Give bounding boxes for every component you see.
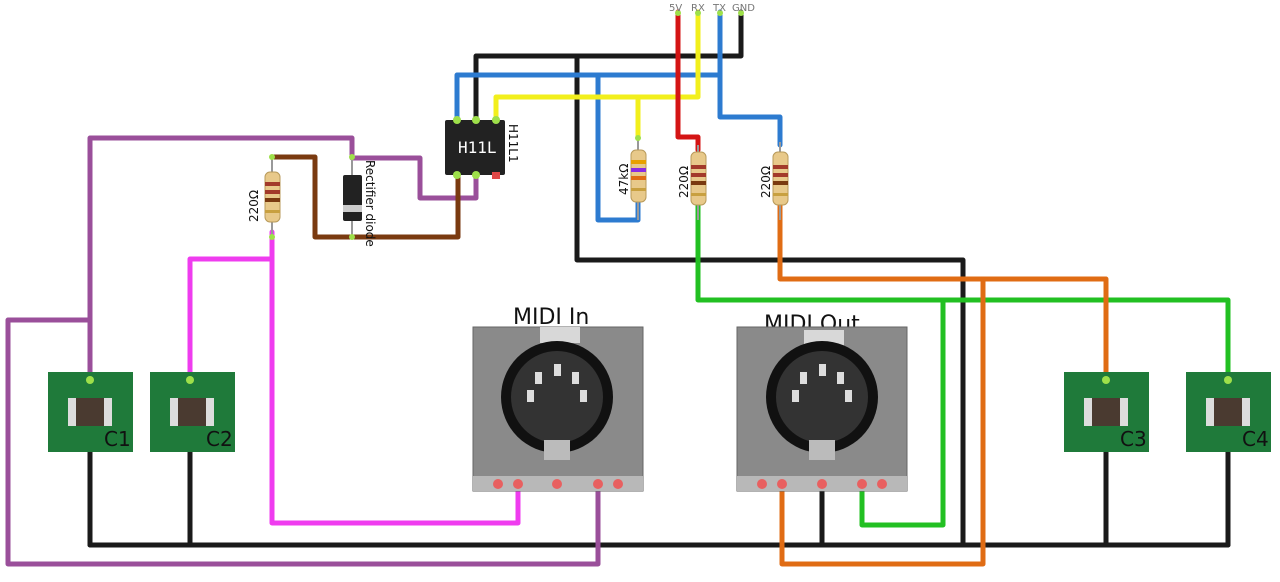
wire-blue-ic xyxy=(454,72,723,123)
resistor-r1: 220Ω xyxy=(247,154,281,240)
wire-purple-left xyxy=(87,135,479,383)
wire-brown xyxy=(269,154,461,240)
midi-out-connector: MIDI Out xyxy=(736,312,908,492)
header-pin-gnd: GND xyxy=(732,3,755,14)
header-pins: 5V RX TX GND xyxy=(669,3,755,16)
wire-orange-out xyxy=(779,276,986,567)
resistor-r4-label: 220Ω xyxy=(759,166,773,198)
capacitor-c2-label: C2 xyxy=(206,427,233,451)
wire-purple-outer xyxy=(5,317,601,567)
wire-green-out xyxy=(859,297,946,528)
wire-orange xyxy=(777,202,1109,383)
midi-in-label: MIDI In xyxy=(513,305,589,330)
wire-magenta-2 xyxy=(269,229,521,526)
capacitor-c2: C2 xyxy=(150,372,235,452)
wire-gnd-ic xyxy=(473,53,580,123)
capacitor-c1-label: C1 xyxy=(104,427,131,451)
rectifier-diode: Rectifier diode xyxy=(343,154,377,247)
resistor-r4: 220Ω xyxy=(759,142,789,220)
capacitor-c1: C1 xyxy=(48,372,133,452)
h11l1-label: H11L1 xyxy=(506,124,520,163)
resistor-r3: 220Ω xyxy=(677,145,707,220)
h11l1-marking: H11L xyxy=(458,138,497,157)
resistor-r2-label: 47kΩ xyxy=(617,164,631,195)
wire-magenta xyxy=(187,256,275,383)
capacitor-c4-label: C4 xyxy=(1242,427,1269,451)
wire-gnd-header xyxy=(574,9,966,548)
wire-blue-tx xyxy=(717,9,783,148)
capacitor-c3: C3 xyxy=(1064,372,1149,452)
resistor-r1-label: 220Ω xyxy=(247,190,261,222)
wires xyxy=(5,9,1231,567)
wire-yellow xyxy=(493,9,701,123)
resistor-r3-label: 220Ω xyxy=(677,166,691,198)
capacitor-c3-label: C3 xyxy=(1120,427,1147,451)
header-pin-rx: RX xyxy=(691,3,705,14)
header-pin-tx: TX xyxy=(712,3,726,14)
capacitor-c4: C4 xyxy=(1186,372,1271,452)
h11l1-chip: H11L H11L1 xyxy=(445,116,520,179)
midi-in-connector: MIDI In xyxy=(472,305,644,492)
resistor-r2: 47kΩ xyxy=(617,135,647,220)
wire-red xyxy=(675,9,701,153)
diode-label: Rectifier diode xyxy=(363,160,377,247)
header-pin-5v: 5V xyxy=(669,3,682,14)
